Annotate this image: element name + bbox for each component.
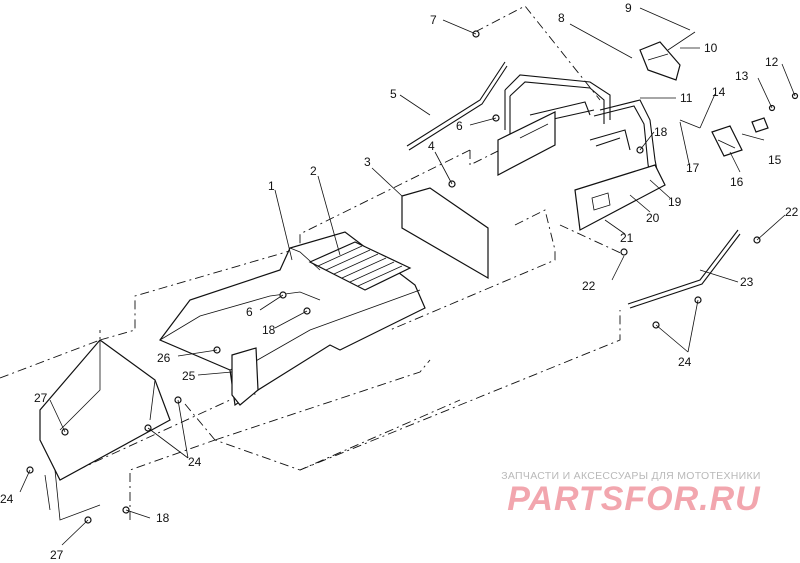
callout-6-lower: 6 — [246, 305, 253, 319]
callout-11: 11 — [680, 91, 693, 105]
front-end-block — [39, 339, 171, 521]
callout-6-upper: 6 — [456, 119, 463, 133]
callout-13: 13 — [735, 69, 749, 83]
callout-4: 4 — [428, 139, 435, 153]
callout-27-top: 27 — [34, 391, 48, 405]
watermark-tagline: ЗАПЧАСТИ И АКСЕССУАРЫ ДЛЯ МОТОТЕХНИКИ — [501, 470, 761, 482]
callout-22-lower: 22 — [582, 279, 596, 293]
callout-17: 17 — [686, 161, 700, 175]
latch-bracket — [679, 117, 769, 157]
bar-23 — [627, 229, 741, 309]
callout-8: 8 — [558, 11, 565, 25]
flap-panel — [401, 187, 489, 280]
callout-22-right: 22 — [785, 205, 799, 219]
callout-25: 25 — [182, 369, 196, 383]
callout-18-mid: 18 — [262, 323, 276, 337]
callout-26: 26 — [157, 351, 171, 365]
callout-7: 7 — [430, 13, 437, 27]
callout-5: 5 — [390, 87, 397, 101]
callout-19: 19 — [668, 195, 682, 209]
callout-24-right: 24 — [678, 355, 692, 369]
rear-bumper-frame — [497, 74, 666, 231]
hinge-bracket — [639, 31, 696, 81]
callout-20: 20 — [646, 211, 660, 225]
callout-9: 9 — [625, 1, 632, 15]
callout-1: 1 — [268, 179, 275, 193]
callout-15: 15 — [768, 153, 782, 167]
rod-5 — [406, 61, 508, 151]
callout-16: 16 — [730, 175, 744, 189]
callout-24-left: 24 — [0, 492, 14, 506]
callout-21: 21 — [620, 231, 634, 245]
callout-18-top: 18 — [654, 125, 668, 139]
callout-3: 3 — [364, 155, 371, 169]
callout-18-bottom: 18 — [156, 511, 170, 525]
callout-12: 12 — [765, 55, 779, 69]
bracket-25 — [231, 347, 259, 406]
callout-2: 2 — [310, 164, 317, 178]
leader-lines — [19, 7, 796, 546]
assembly-guide-lines — [0, 5, 626, 520]
callout-27-bottom: 27 — [50, 548, 64, 562]
watermark-logo: PARTSFOR.RU — [507, 480, 761, 518]
callout-10: 10 — [704, 41, 718, 55]
callout-14: 14 — [712, 85, 726, 99]
callout-23: 23 — [740, 275, 754, 289]
callout-24-mid: 24 — [188, 455, 202, 469]
